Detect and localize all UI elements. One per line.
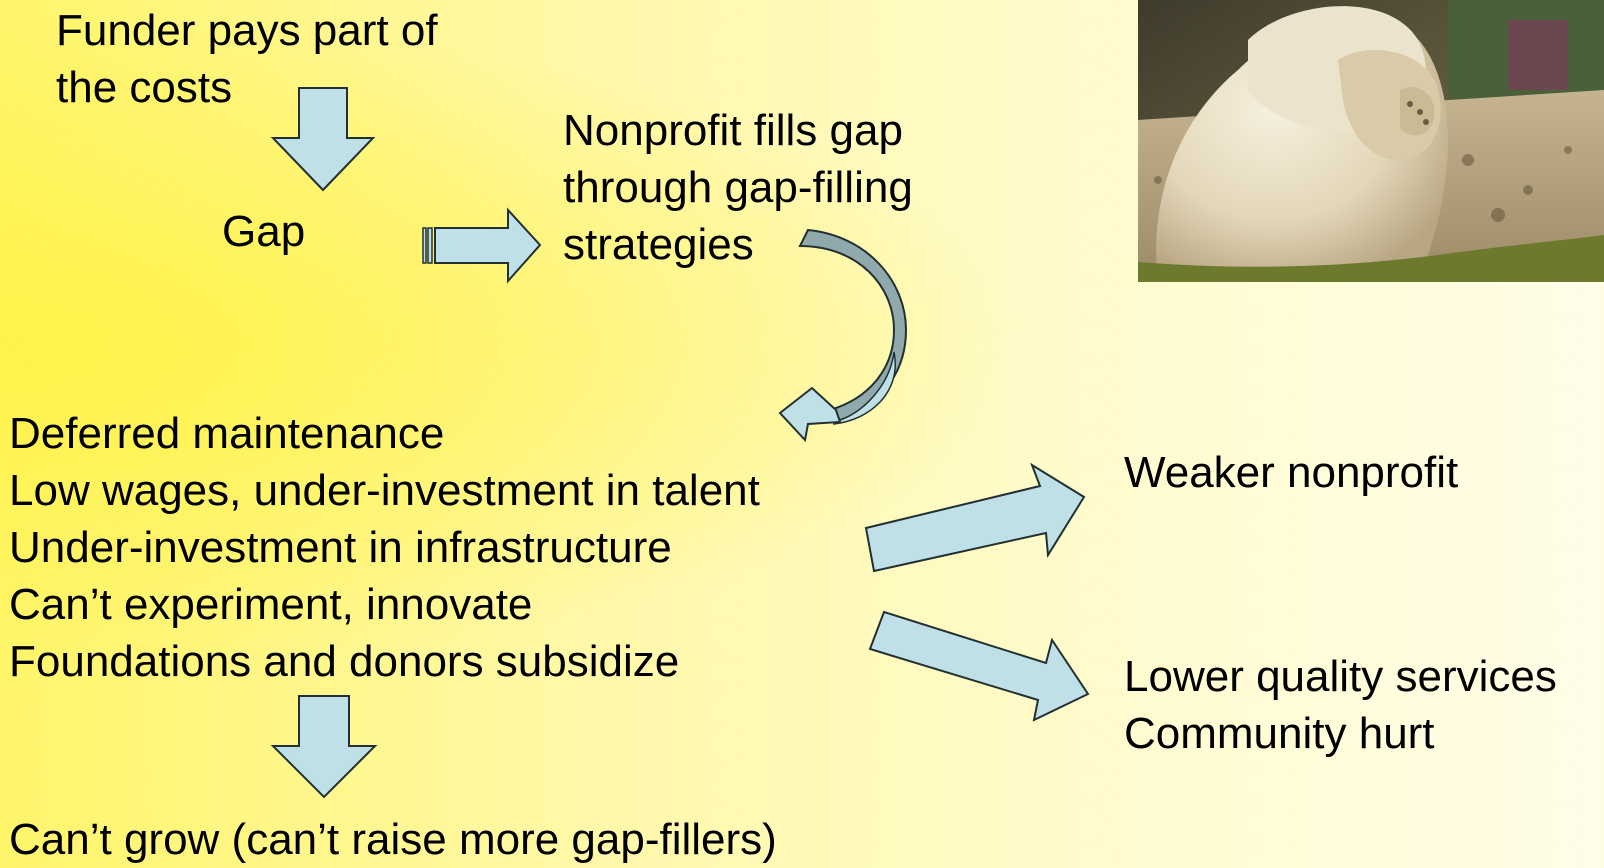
nonprofit-line-2: through gap-filling xyxy=(563,163,913,212)
weaker-nonprofit-text: Weaker nonprofit xyxy=(1124,448,1459,497)
down-arrow-funder-to-gap xyxy=(270,87,376,192)
outcome-line-2: Community hurt xyxy=(1124,709,1435,758)
arrow-to-lower-quality xyxy=(868,610,1090,722)
consequence-item: Foundations and donors subsidize xyxy=(9,637,680,686)
nonprofit-line-3: strategies xyxy=(563,220,754,269)
consequence-item: Deferred maintenance xyxy=(9,409,445,458)
funder-text: Funder pays part of the costs xyxy=(56,2,438,116)
arrow-to-weaker-nonprofit xyxy=(864,462,1086,573)
gap-label: Gap xyxy=(222,207,306,256)
consequences-list: Deferred maintenance Low wages, under-in… xyxy=(9,405,760,690)
outcome-line-1: Lower quality services xyxy=(1124,652,1557,701)
polar-bear-photo xyxy=(1138,0,1604,282)
cant-grow-text: Can’t grow (can’t raise more gap-fillers… xyxy=(9,815,777,864)
funder-line-2: the costs xyxy=(56,63,233,112)
down-arrow-to-cant-grow xyxy=(270,695,378,799)
nonprofit-line-1: Nonprofit fills gap xyxy=(563,106,903,155)
right-arrow-gap-to-nonprofit xyxy=(422,207,542,284)
curved-arrow-strategies-to-consequences xyxy=(778,228,908,443)
consequence-item: Low wages, under-investment in talent xyxy=(9,466,760,515)
outcome-text: Lower quality services Community hurt xyxy=(1124,648,1557,762)
nonprofit-text: Nonprofit fills gap through gap-filling … xyxy=(563,102,913,273)
consequence-item: Can’t experiment, innovate xyxy=(9,580,533,629)
funder-line-1: Funder pays part of xyxy=(56,6,438,55)
consequence-item: Under-investment in infrastructure xyxy=(9,523,672,572)
